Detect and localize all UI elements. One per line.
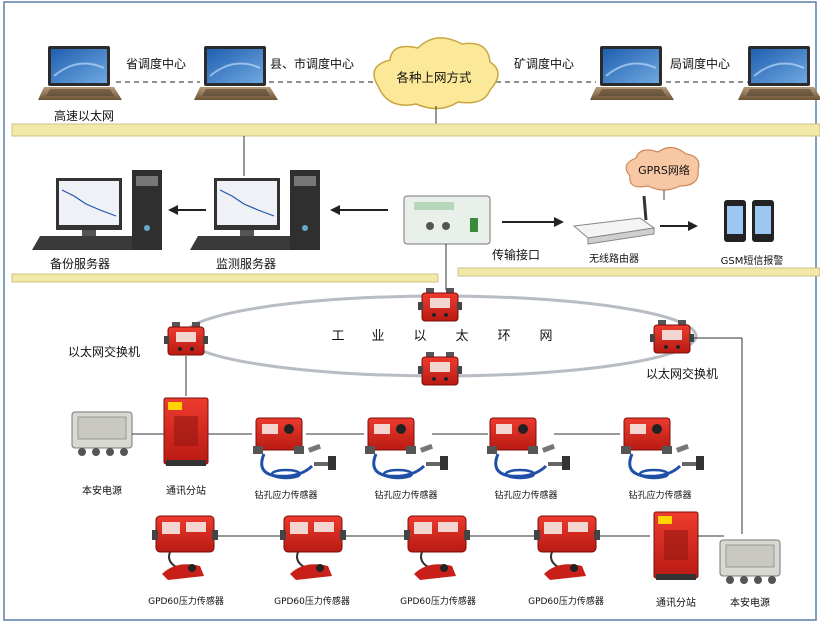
phones-icon bbox=[724, 200, 774, 242]
transfer-label: 传输接口 bbox=[492, 247, 540, 262]
ring-char: 网 bbox=[539, 329, 552, 344]
gpd-sensor-icon bbox=[151, 515, 219, 581]
power-right-label: 本安电源 bbox=[730, 596, 770, 609]
power-right-icon bbox=[719, 539, 781, 585]
laptop-county-icon bbox=[193, 45, 279, 101]
switch-left-label: 以太网交换机 bbox=[68, 344, 140, 359]
wireless-router-icon bbox=[572, 195, 656, 245]
switch-left-icon bbox=[163, 321, 209, 356]
gpd-sensor-label: GPD60压力传感器 bbox=[400, 595, 476, 607]
ethernet-label: 高速以太网 bbox=[54, 108, 114, 123]
cloud-label: 各种上网方式 bbox=[396, 70, 472, 85]
power-left-icon bbox=[71, 411, 133, 457]
outer-frame bbox=[3, 1, 817, 621]
arrows-to-router bbox=[502, 217, 698, 231]
drill-sensor-label: 钻孔应力传感器 bbox=[494, 489, 557, 501]
substation-right-label: 通讯分站 bbox=[656, 596, 696, 609]
router-label: 无线路由器 bbox=[589, 252, 639, 265]
sms-label: GSM短信报警 bbox=[721, 254, 784, 267]
ring-char: 太 bbox=[455, 329, 468, 344]
gpd-sensor-label: GPD60压力传感器 bbox=[274, 595, 350, 607]
substation-left-label: 通讯分站 bbox=[166, 484, 206, 497]
gpd-sensor-icon bbox=[279, 515, 347, 581]
separator-left bbox=[11, 273, 439, 283]
transfer-interface-icon bbox=[403, 195, 491, 245]
drill-sensor-icon bbox=[619, 416, 706, 480]
laptop-bureau-icon bbox=[737, 45, 820, 101]
substation-right-icon bbox=[653, 511, 699, 581]
switch-top-icon bbox=[417, 287, 463, 322]
switch-bottom-icon bbox=[417, 351, 463, 386]
separator-right bbox=[457, 267, 820, 277]
drill-sensor-icon bbox=[363, 416, 450, 480]
laptop-mine-icon bbox=[589, 45, 675, 101]
laptop-provincial-icon bbox=[37, 45, 123, 101]
monitor-server-label: 监测服务器 bbox=[216, 256, 276, 271]
ring-char: 业 bbox=[371, 329, 384, 344]
gpd-sensor-icon bbox=[533, 515, 601, 581]
power-left-label: 本安电源 bbox=[82, 484, 122, 497]
gpd-sensor-label: GPD60压力传感器 bbox=[528, 595, 604, 607]
node-provincial: 省调度中心 bbox=[126, 56, 186, 71]
gprs-cloud-icon bbox=[625, 146, 700, 191]
drill-sensor-icon bbox=[485, 416, 572, 480]
arrows-to-servers bbox=[168, 205, 388, 215]
backup-server-icon bbox=[31, 169, 163, 251]
ring-char: 环 bbox=[497, 329, 510, 344]
gprs-label: GPRS网络 bbox=[638, 163, 690, 177]
gpd-sensor-icon bbox=[403, 515, 471, 581]
node-county-city: 县、市调度中心 bbox=[270, 56, 354, 71]
gpd-sensor-label: GPD60压力传感器 bbox=[148, 595, 224, 607]
ethernet-bus bbox=[11, 123, 820, 137]
drill-sensor-label: 钻孔应力传感器 bbox=[628, 489, 691, 501]
drill-sensor-label: 钻孔应力传感器 bbox=[374, 489, 437, 501]
node-mine: 矿调度中心 bbox=[514, 56, 574, 71]
backup-server-label: 备份服务器 bbox=[50, 256, 110, 271]
ring-label: 工 业 以 太 环 网 bbox=[331, 329, 552, 344]
monitor-server-icon bbox=[189, 169, 321, 251]
switch-right-icon bbox=[649, 319, 695, 354]
node-bureau: 局调度中心 bbox=[670, 56, 730, 71]
ring-char: 以 bbox=[413, 329, 426, 344]
ring-char: 工 bbox=[331, 329, 344, 344]
substation-left-icon bbox=[163, 397, 209, 467]
switch-right-label: 以太网交换机 bbox=[646, 366, 718, 381]
drill-sensor-label: 钻孔应力传感器 bbox=[254, 489, 317, 501]
internet-cloud-icon bbox=[373, 37, 499, 110]
drill-sensor-icon bbox=[251, 416, 338, 480]
